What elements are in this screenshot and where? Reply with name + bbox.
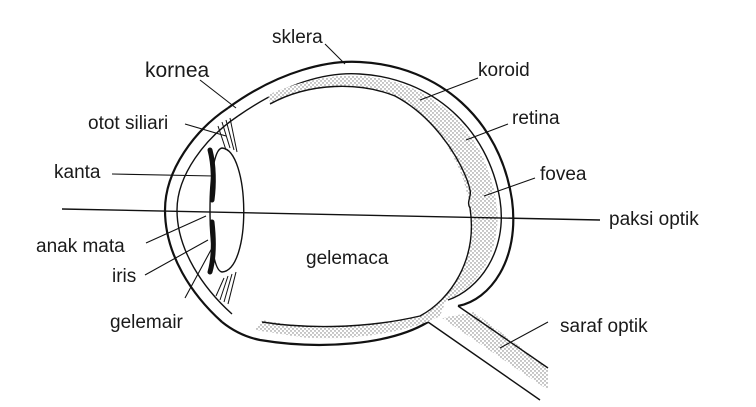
label-gelemair: gelemair [110,312,184,333]
choroid-layer [255,75,498,339]
cornea-inner [176,115,239,315]
sclera-outer [227,60,515,308]
label-paksi-optik: paksi optik [609,209,699,230]
sclera-outer-bottom [221,321,429,346]
ciliary-muscle-lower [215,271,237,305]
retina-inner [261,85,472,328]
label-kanta: kanta [54,162,101,183]
label-iris: iris [112,266,136,287]
label-fovea: fovea [540,164,587,185]
sclera-inner [237,73,502,301]
cornea-outer [163,107,229,323]
label-sklera: sklera [272,27,323,48]
iris-lower [207,219,216,275]
label-kornea: kornea [145,59,210,82]
label-otot-siliari: otot siliari [88,113,168,134]
leader-lines [111,43,549,349]
optic-nerve [442,312,548,390]
optic-nerve-upper-edge [457,305,549,369]
label-anak-mata: anak mata [36,236,125,257]
label-gelemaca: gelemaca [306,248,389,269]
label-retina: retina [512,108,560,129]
optical-axis-line [61,208,601,221]
label-koroid: koroid [478,60,530,81]
iris-upper [207,147,216,203]
ciliary-muscle-upper [217,117,238,153]
label-saraf-optik: saraf optik [560,316,648,337]
optic-nerve-lower-edge [427,321,541,401]
